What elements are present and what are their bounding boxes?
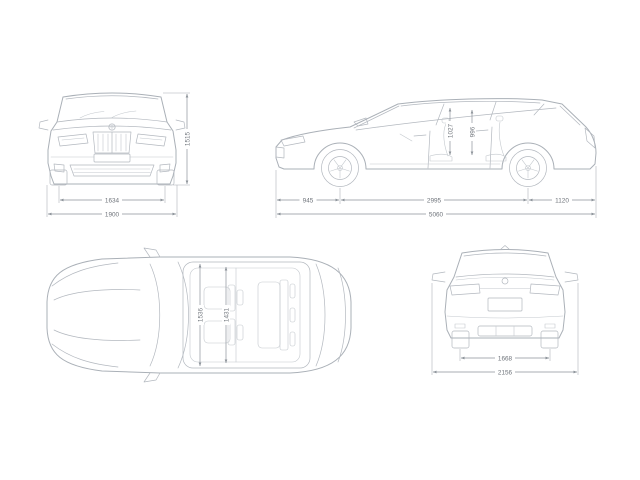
top-view-dimensions: 1536 1431 — [196, 263, 230, 367]
dim-headroom-rear: 996 — [468, 123, 476, 141]
svg-text:1668: 1668 — [498, 355, 513, 362]
front-view-drawing — [38, 92, 186, 186]
bmw-roundel-rear-icon — [501, 277, 509, 285]
svg-text:1027: 1027 — [447, 123, 454, 138]
svg-text:1900: 1900 — [105, 211, 120, 218]
side-front-wheel — [321, 149, 359, 187]
front-view: 1515 1634 1900 — [38, 92, 191, 218]
front-left-mirror — [38, 119, 49, 131]
dim-overall-length: 5060 — [426, 210, 446, 218]
dim-interior-width-rear: 1431 — [222, 305, 230, 325]
side-view: 1027 996 945 2995 1120 — [275, 98, 597, 218]
side-view-dimensions: 1027 996 945 2995 1120 — [275, 107, 597, 218]
top-right-mirror — [143, 372, 161, 383]
svg-text:945: 945 — [303, 197, 314, 204]
rear-left-mirror — [431, 271, 446, 283]
top-view: 1536 1431 — [46, 247, 352, 383]
side-mirror — [353, 117, 369, 127]
dim-overall-height: 1515 — [183, 129, 191, 149]
top-interior-seats — [203, 279, 296, 351]
side-rear-wheel — [509, 149, 547, 187]
svg-text:1634: 1634 — [105, 197, 120, 204]
dim-front-overhang: 945 — [299, 196, 317, 204]
svg-text:5060: 5060 — [429, 211, 444, 218]
bmw-roundel-icon — [108, 123, 116, 131]
svg-text:1536: 1536 — [197, 307, 204, 322]
side-taillight — [584, 127, 596, 149]
svg-text:1515: 1515 — [184, 131, 191, 146]
svg-text:2156: 2156 — [498, 369, 513, 376]
top-view-drawing — [46, 247, 352, 383]
roof-antenna-fin — [500, 245, 510, 250]
front-view-dimensions: 1515 1634 1900 — [46, 92, 191, 218]
top-left-mirror — [143, 247, 161, 258]
dim-interior-width-front: 1536 — [196, 305, 204, 325]
front-left-tire — [49, 169, 68, 186]
rear-view-dimensions: 1668 2156 — [431, 283, 579, 376]
rear-left-taillight — [449, 283, 481, 296]
svg-text:2995: 2995 — [427, 197, 442, 204]
svg-text:1431: 1431 — [223, 307, 230, 322]
rear-right-tire — [540, 330, 559, 349]
dim-overall-width: 1900 — [102, 210, 122, 218]
front-left-headlight — [57, 133, 89, 147]
dim-rear-track: 1668 — [495, 354, 515, 362]
front-right-mirror — [175, 119, 186, 131]
front-right-headlight — [135, 133, 167, 147]
dim-headroom-front: 1027 — [446, 121, 454, 141]
rear-right-taillight — [529, 283, 561, 296]
rear-view-drawing — [431, 245, 579, 349]
side-headlight — [280, 135, 306, 147]
rear-view: 1668 2156 — [431, 245, 579, 376]
dim-wheelbase: 2995 — [424, 196, 444, 204]
dim-rear-overhang: 1120 — [552, 196, 572, 204]
rear-left-tire — [451, 330, 470, 349]
kidney-grille — [92, 131, 132, 154]
side-view-drawing — [275, 98, 597, 187]
front-right-tire — [156, 169, 175, 186]
dim-front-track: 1634 — [102, 196, 122, 204]
side-grille — [275, 146, 285, 159]
svg-text:1120: 1120 — [555, 197, 569, 204]
rear-right-mirror — [564, 271, 579, 283]
svg-text:996: 996 — [469, 126, 476, 137]
license-plate — [487, 297, 523, 312]
dim-width-incl-mirrors: 2156 — [495, 368, 515, 376]
